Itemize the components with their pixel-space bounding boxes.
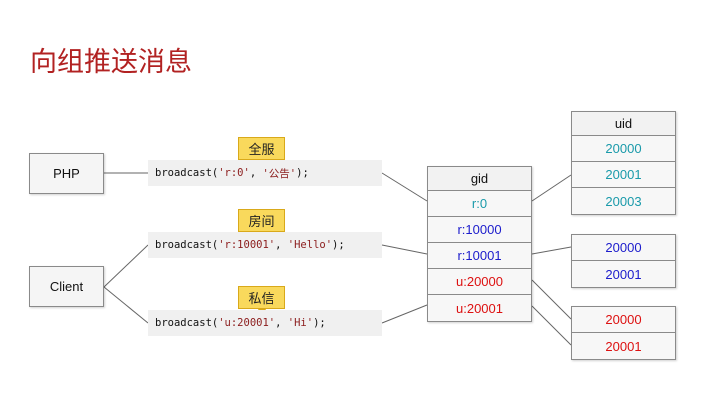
gid-row-u20000: u:20000 — [428, 269, 531, 295]
call-arg-group: 'r:0' — [218, 167, 250, 179]
gid-row-r0: r:0 — [428, 191, 531, 217]
call-arg-message: 'Hi' — [287, 317, 314, 329]
link-u20001-uid3 — [531, 305, 572, 346]
uid-row: 20003 — [605, 193, 642, 209]
call-end: ); — [313, 317, 326, 329]
call-fn: broadcast( — [155, 239, 219, 251]
call-arg-group: 'r:10001' — [218, 239, 276, 251]
gid-header: gid — [428, 167, 531, 191]
uid-row: 20001 — [605, 338, 642, 354]
call-sep: , — [275, 239, 288, 251]
uid-table-room: 20000 20001 — [571, 234, 676, 288]
uid-row: 20000 — [572, 235, 675, 261]
uid-row: 20000 — [572, 307, 675, 333]
call-fn: broadcast( — [155, 317, 219, 329]
call-sep: , — [275, 317, 288, 329]
link-r0-uid1 — [531, 174, 572, 202]
tag-room: 房间 — [238, 209, 285, 237]
link-call2-r10001 — [381, 244, 428, 255]
link-client-call2 — [103, 244, 149, 288]
gid-row-u20001: u:20001 — [456, 300, 503, 316]
broadcast-call-private: broadcast('u:20001', 'Hi'); — [148, 310, 382, 336]
tag-server-wide: 全服 — [238, 137, 285, 165]
uid-table-server: uid 20000 20001 20003 — [571, 111, 676, 215]
broadcast-call-server: broadcast('r:0', '公告'); — [148, 160, 382, 186]
call-sep: , — [249, 167, 263, 179]
uid-row: 20001 — [572, 162, 675, 188]
client-node: Client — [29, 266, 104, 307]
call-fn: broadcast( — [155, 167, 219, 179]
page-title: 向组推送消息 — [30, 47, 192, 78]
call-arg-message: '公告' — [262, 167, 297, 180]
call-end: ); — [332, 239, 345, 251]
uid-table-user: 20000 20001 — [571, 306, 676, 360]
gid-row-r10000: r:10000 — [428, 217, 531, 243]
call-end: ); — [296, 167, 309, 179]
call-arg-message: 'Hello' — [287, 239, 333, 251]
uid-row: 20001 — [605, 266, 642, 282]
broadcast-call-room: broadcast('r:10001', 'Hello'); — [148, 232, 382, 258]
uid-row: 20000 — [572, 136, 675, 162]
link-u20000-uid3 — [531, 279, 572, 320]
gid-row-r10001: r:10001 — [428, 243, 531, 269]
php-node: PHP — [29, 153, 104, 194]
link-call1-r0 — [381, 172, 428, 202]
call-arg-group: 'u:20001' — [218, 317, 276, 329]
tag-private: 私信 — [238, 286, 285, 314]
uid-header: uid — [572, 112, 675, 136]
link-r10001-uid2 — [531, 246, 572, 255]
link-client-call3 — [103, 286, 149, 324]
gid-table: gid r:0 r:10000 r:10001 u:20000 u:20001 — [427, 166, 532, 322]
link-call3-u20001 — [381, 304, 428, 324]
